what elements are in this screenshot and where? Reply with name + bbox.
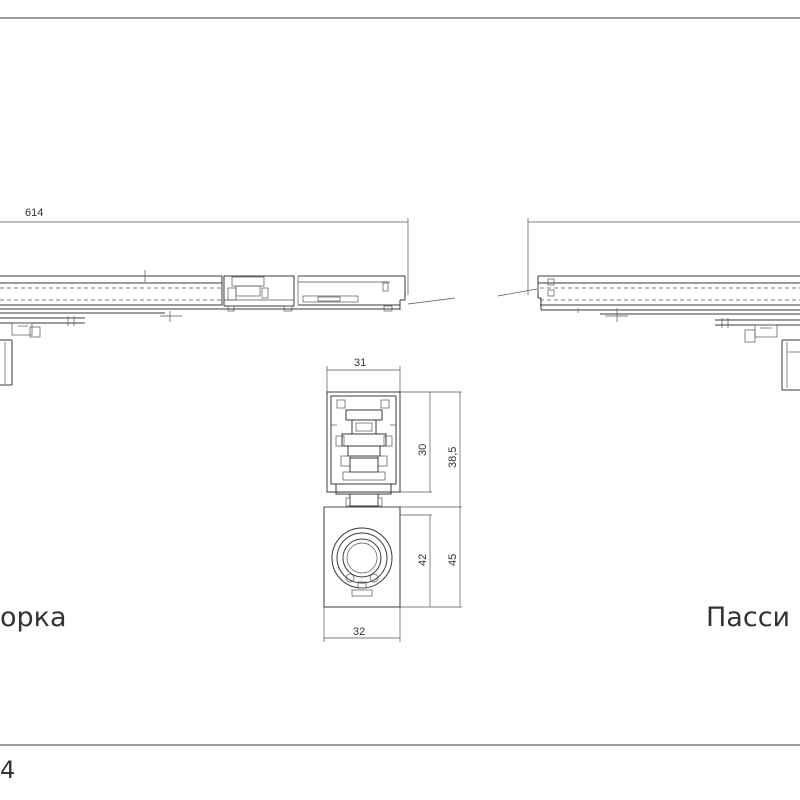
dim-length-614: 614 bbox=[25, 207, 43, 219]
right-side-view bbox=[497, 218, 800, 391]
dim-adapter-height-45: 45 bbox=[447, 554, 459, 566]
left-side-view: 614 bbox=[0, 207, 456, 386]
dim-rail-height-30: 30 bbox=[417, 444, 429, 456]
footer-number: 4 bbox=[0, 756, 15, 784]
caption-right: Пасси bbox=[706, 602, 790, 633]
dim-rail-height-38-5: 38,5 bbox=[447, 447, 459, 468]
cross-section-view: 31 30 38,5 bbox=[323, 357, 462, 642]
dim-rail-width-31: 31 bbox=[354, 357, 366, 369]
dim-adapter-width-32: 32 bbox=[353, 626, 365, 638]
caption-left: орка bbox=[0, 602, 67, 633]
dim-adapter-height-42: 42 bbox=[417, 554, 429, 566]
